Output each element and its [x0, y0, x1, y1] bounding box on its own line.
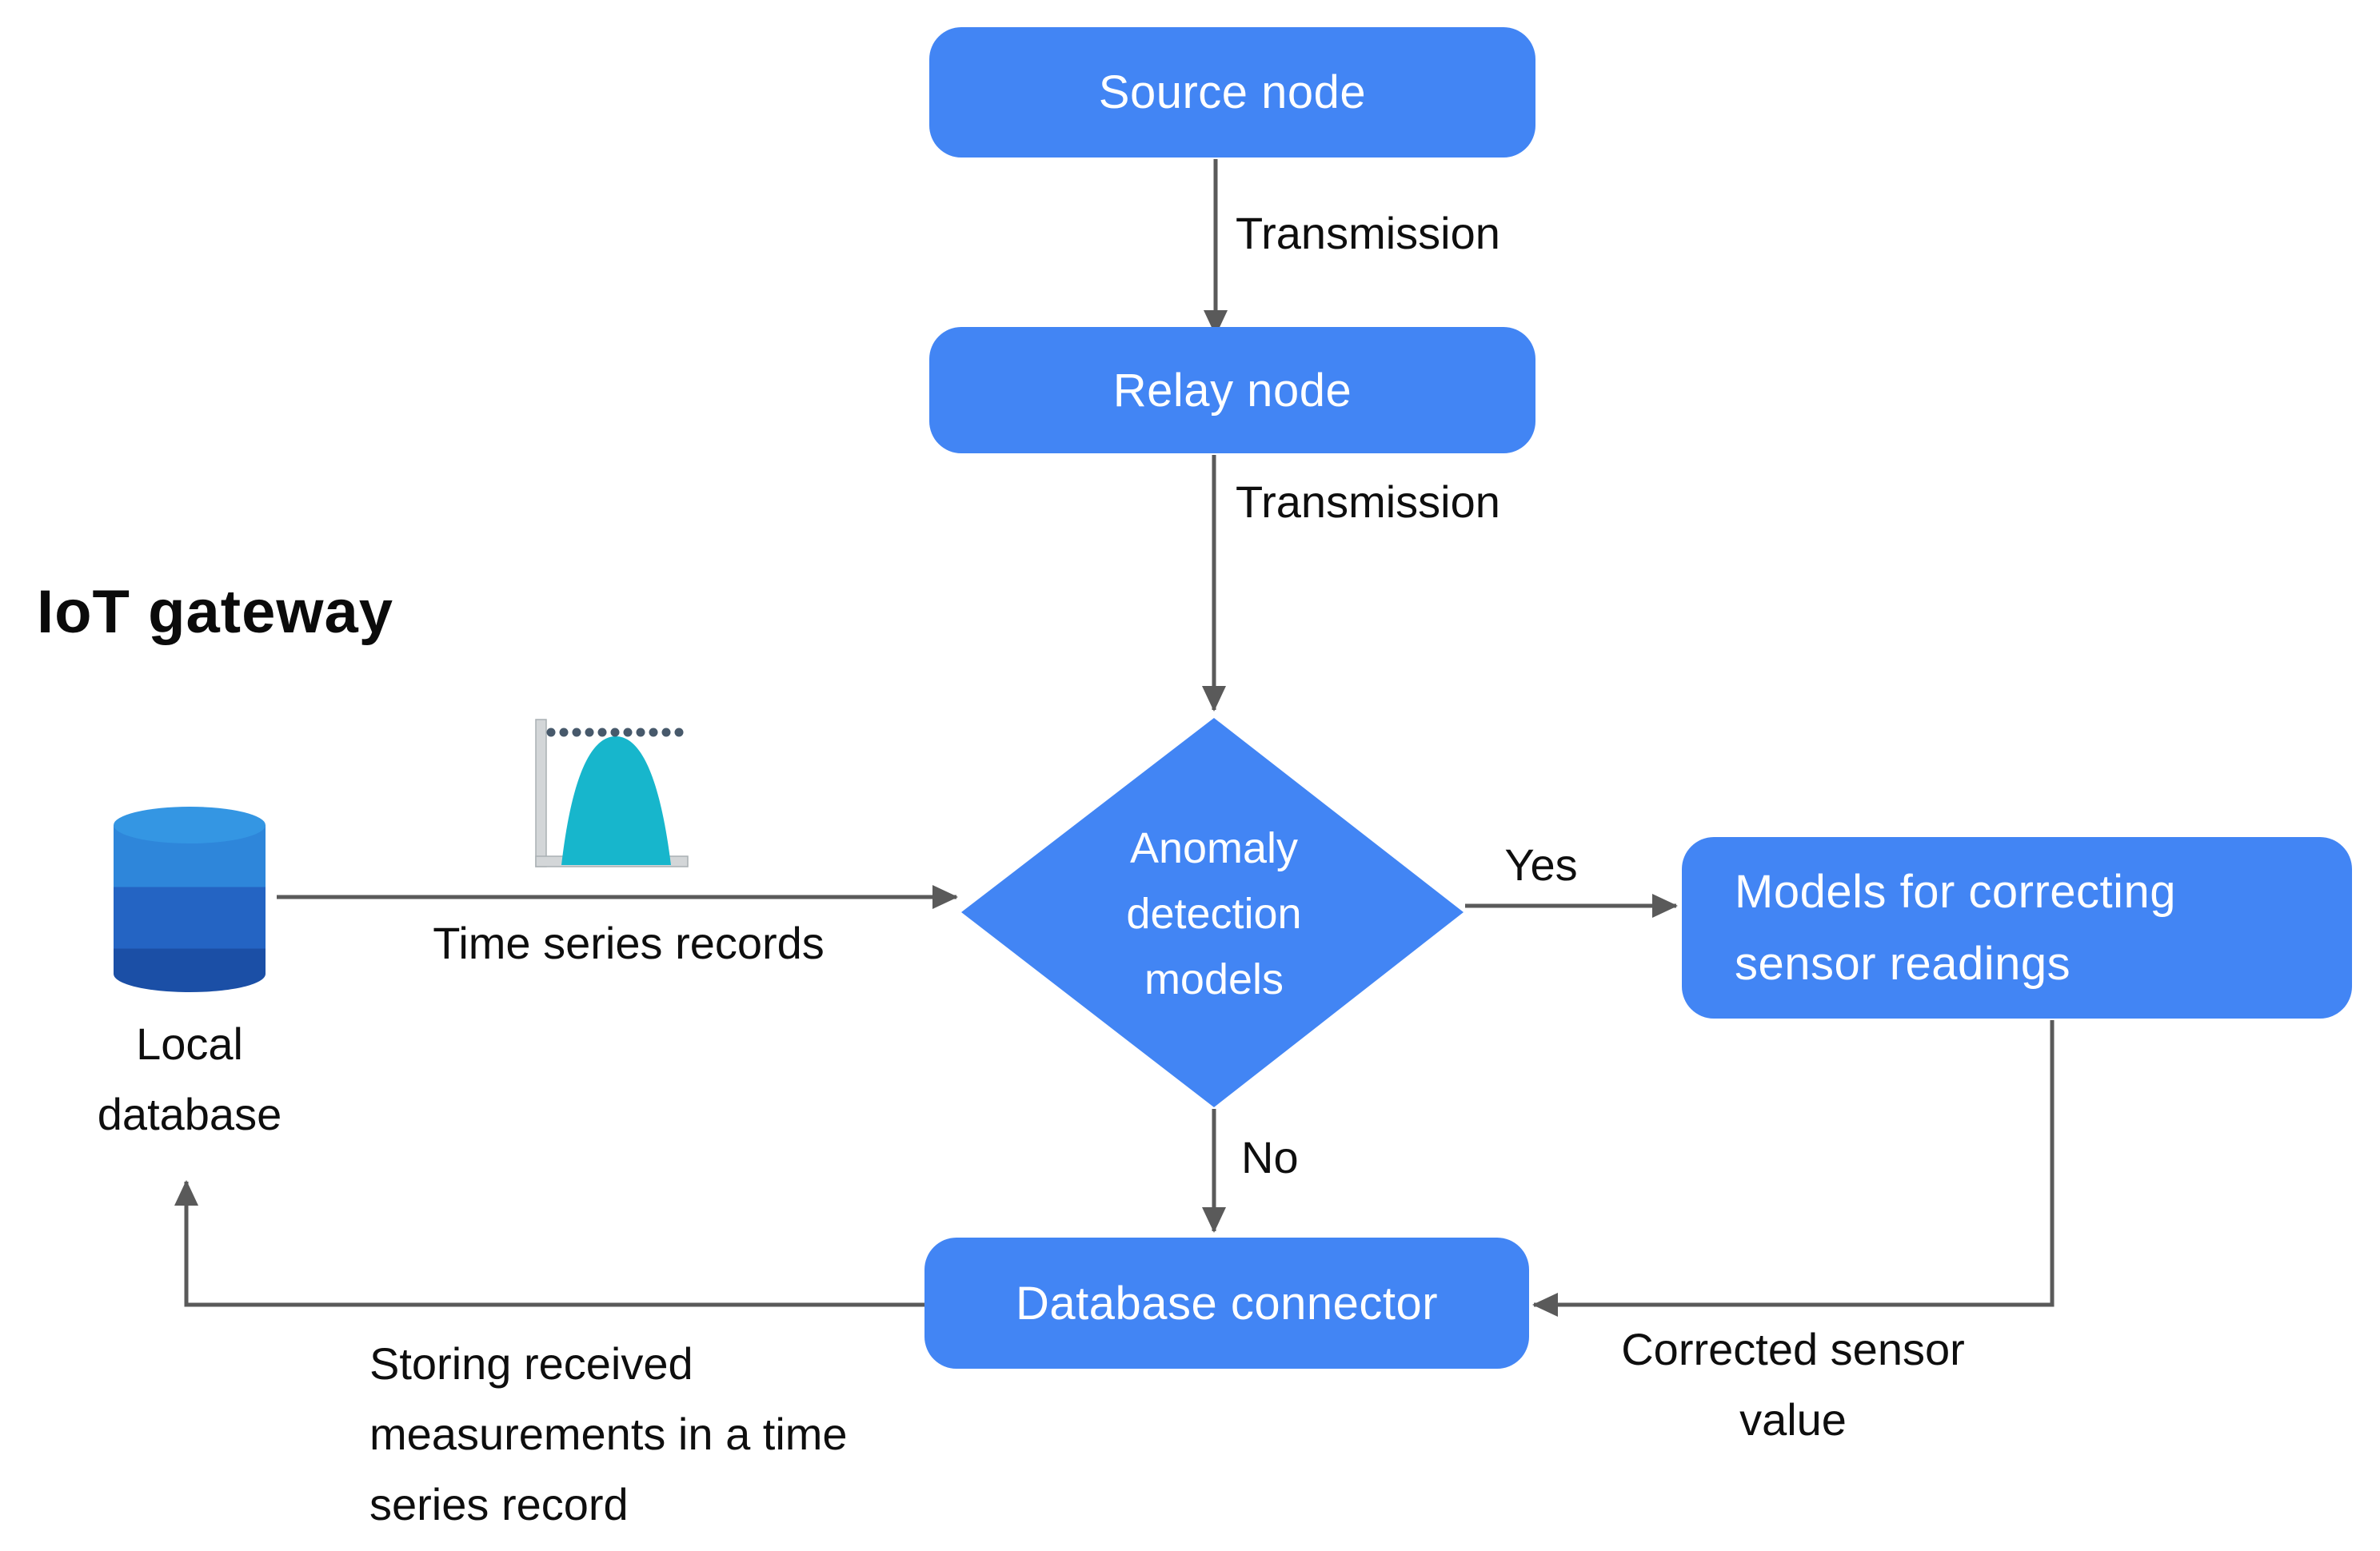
- transmission-label-1: Transmission: [1236, 208, 1500, 258]
- no-label: No: [1241, 1132, 1299, 1182]
- transmission-label-2: Transmission: [1236, 476, 1500, 527]
- relay-node: Relay node: [929, 327, 1535, 453]
- storing-label-line2: measurements in a time: [369, 1409, 848, 1459]
- edge-models-to-connector: [1532, 1020, 2055, 1317]
- corrected-sensor-value-label: Corrected sensor value: [1569, 1314, 2017, 1455]
- anomaly-diamond-shape: [961, 718, 1464, 1107]
- database-connector-label: Database connector: [1015, 1277, 1439, 1330]
- relay-node-label: Relay node: [1112, 364, 1352, 417]
- local-database-icon: [114, 807, 266, 992]
- corrected-label-line1: Corrected sensor: [1621, 1324, 1965, 1374]
- database-connector-node: Database connector: [924, 1238, 1529, 1369]
- edge-connector-to-database: [174, 1180, 928, 1307]
- anomaly-node-label: Anomaly detection models: [1054, 815, 1374, 1012]
- models-node-line2: sensor readings: [1735, 937, 2071, 990]
- yes-label: Yes: [1504, 839, 1578, 890]
- corrected-label-line2: value: [1739, 1394, 1847, 1445]
- models-node: Models for correcting sensor readings: [1682, 837, 2352, 1019]
- local-database-label: Local database: [14, 1009, 365, 1150]
- storing-label-line1: Storing received: [369, 1338, 693, 1389]
- storing-label-line3: series record: [369, 1479, 629, 1529]
- anomaly-label-line3: models: [1144, 955, 1284, 1003]
- local-database-line1: Local: [136, 1019, 243, 1069]
- source-node-label: Source node: [1098, 66, 1367, 118]
- anomaly-label-line2: detection: [1126, 890, 1302, 938]
- anomaly-label-line1: Anomaly: [1129, 824, 1299, 872]
- source-node: Source node: [929, 27, 1535, 157]
- local-database-line2: database: [97, 1089, 282, 1139]
- models-node-line1: Models for correcting: [1735, 865, 2177, 918]
- iot-gateway-title: IoT gateway: [37, 578, 393, 646]
- storing-measurements-label: Storing received measurements in a time …: [369, 1329, 848, 1540]
- time-series-chart-icon: [535, 719, 689, 867]
- time-series-records-label: Time series records: [433, 918, 825, 968]
